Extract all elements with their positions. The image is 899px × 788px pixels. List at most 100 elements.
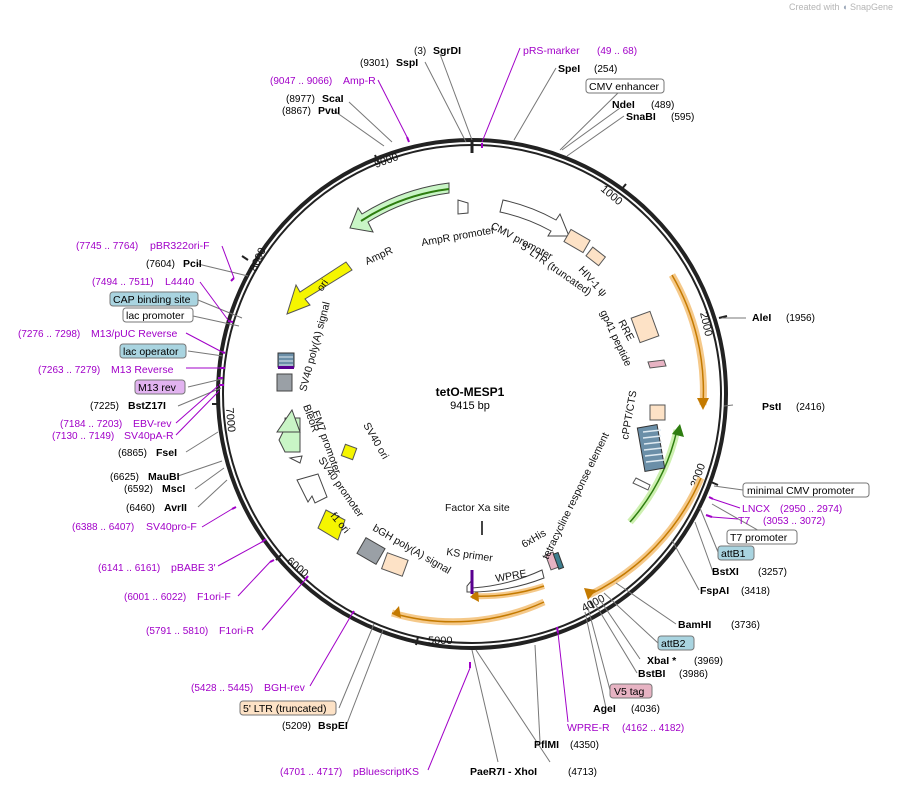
svg-text:(5791 .. 5810): (5791 .. 5810): [146, 626, 208, 637]
enzyme-scai: (8977) ScaI: [286, 93, 344, 105]
svg-text:BGH-rev: BGH-rev: [264, 682, 306, 694]
svg-text:EBV-rev: EBV-rev: [133, 418, 172, 430]
enzyme-avrii: (6460) AvrII: [126, 502, 187, 514]
enzyme-bstz17i: (7225) BstZ17I: [90, 400, 166, 412]
feature-cap-binding-site: CAP binding site: [109, 291, 199, 307]
svg-text:(7745 .. 7764): (7745 .. 7764): [76, 241, 138, 252]
enzyme-bamhi: BamHI (3736): [678, 619, 760, 631]
enzyme-pflmi: PflMI (4350): [534, 739, 599, 751]
cmv-promoter-arrow: [499, 199, 570, 237]
enzyme-sgrdi: (3) SgrDI: [414, 45, 461, 57]
primer-f1ori-r: (5791 .. 5810) F1ori-R: [146, 625, 254, 637]
svg-text:M13 Reverse: M13 Reverse: [111, 364, 174, 376]
svg-text:PciI: PciI: [183, 258, 202, 270]
primer-ebv-rev: (7184 .. 7203) EBV-rev: [60, 418, 172, 430]
svg-text:(3): (3): [414, 46, 426, 57]
svg-text:BspEI: BspEI: [318, 720, 348, 732]
svg-text:(2416): (2416): [796, 402, 825, 413]
svg-text:(3053 .. 3072): (3053 .. 3072): [763, 516, 825, 527]
orf-arc-right: [668, 273, 707, 406]
svg-text:MauBI: MauBI: [148, 471, 180, 483]
svg-text:(6141 .. 6161): (6141 .. 6161): [98, 563, 160, 574]
svg-text:(9301): (9301): [360, 58, 389, 69]
primer-marks: [218, 136, 714, 668]
svg-text:attB1: attB1: [721, 548, 746, 560]
enzyme-xbai: XbaI * (3969): [647, 655, 723, 667]
enzyme-maubi: (6625) MauBI: [110, 471, 180, 483]
svg-text:LNCX: LNCX: [742, 503, 770, 515]
primer-leader-lines: [175, 47, 741, 771]
v5-small-box: [552, 551, 565, 570]
svg-text:pRS-marker: pRS-marker: [523, 45, 580, 57]
svg-text:F1ori-R: F1ori-R: [219, 625, 254, 637]
svg-text:(3986): (3986): [679, 669, 708, 680]
svg-text:PvuI: PvuI: [318, 105, 340, 117]
svg-text:(4162 .. 4182): (4162 .. 4182): [622, 723, 684, 734]
enzyme-pcii: (7604) PciI: [146, 258, 202, 270]
label-sv40pa: SV40 poly(A) signal: [297, 301, 332, 393]
wpre-arrow: [466, 569, 545, 593]
svg-text:lac promoter: lac promoter: [126, 310, 185, 322]
enzyme-alei: AleI (1956): [752, 312, 815, 324]
svg-text:(7130 .. 7149): (7130 .. 7149): [52, 431, 114, 442]
svg-text:MscI: MscI: [162, 483, 185, 495]
min-cmv-arrow: [632, 477, 651, 491]
sv40pa-hatched-box: [277, 352, 295, 368]
svg-text:(9047 .. 9066): (9047 .. 9066): [270, 76, 332, 87]
svg-text:(595): (595): [671, 112, 694, 123]
svg-text:(4713): (4713): [568, 767, 597, 778]
svg-text:F1ori-F: F1ori-F: [197, 591, 231, 603]
svg-text:(5428 .. 5445): (5428 .. 5445): [191, 683, 253, 694]
sv40pa-gray-box: [276, 373, 293, 392]
primer-t7: T7 (3053 .. 3072): [738, 515, 825, 527]
primer-m13-reverse: (7263 .. 7279) M13 Reverse: [38, 364, 174, 376]
hiv-psi-box: [585, 246, 607, 267]
svg-text:M13/pUC Reverse: M13/pUC Reverse: [91, 328, 178, 340]
ampr-promoter-arrow: [457, 199, 469, 215]
label-sv40-ori: SV40 ori: [360, 421, 391, 462]
enzyme-ndei: NdeI (489): [612, 99, 674, 111]
sv40-ori-box: [340, 443, 358, 461]
enzyme-psti: PstI (2416): [762, 401, 825, 413]
svg-text:(4036): (4036): [631, 704, 660, 715]
svg-text:PaeR7I - XhoI: PaeR7I - XhoI: [470, 766, 537, 778]
svg-text:SpeI: SpeI: [558, 63, 580, 75]
primer-amp-r: (9047 .. 9066) Amp-R: [270, 75, 376, 87]
svg-text:BstXI: BstXI: [712, 566, 739, 578]
feature-5ltr-truncated: 5' LTR (truncated): [239, 700, 337, 716]
ori-arrow: [286, 261, 353, 315]
svg-text:L4440: L4440: [165, 276, 194, 288]
m13-mark: [278, 366, 294, 369]
feature-attb2: attB2: [657, 635, 695, 651]
feature-lac-promoter: lac promoter: [122, 307, 194, 323]
svg-text:(6865): (6865): [118, 448, 147, 459]
enzyme-bspei: (5209) BspEI: [282, 720, 348, 732]
enzyme-spei: SpeI (254): [558, 63, 617, 75]
label-wpre: WPRE: [494, 568, 527, 585]
enzyme-bstxi: BstXI (3257): [712, 566, 787, 578]
svg-text:(3736): (3736): [731, 620, 760, 631]
snapgene-logo-icon: ◖: [842, 2, 848, 12]
feature-m13-rev: M13 rev: [134, 379, 186, 395]
credit-prefix: Created with: [788, 2, 840, 12]
label-cppt: cPPT/CTS: [619, 390, 639, 441]
svg-text:BamHI: BamHI: [678, 619, 711, 631]
svg-text:(489): (489): [651, 100, 674, 111]
tick-7000: 7000: [223, 407, 237, 432]
svg-text:FspAI: FspAI: [700, 585, 729, 597]
svg-text:T7: T7: [738, 515, 750, 527]
bgh-gray-box: [356, 537, 386, 565]
label-ori: ori: [315, 277, 332, 293]
svg-text:V5 tag: V5 tag: [614, 686, 645, 698]
svg-text:(3969): (3969): [694, 656, 723, 667]
svg-text:(4350): (4350): [570, 740, 599, 751]
tre-box: [636, 424, 666, 472]
tick-marks: [212, 154, 728, 646]
tick-2000: 2000: [697, 311, 714, 338]
primer-sv40pa-r: (7130 .. 7149) SV40pA-R: [52, 430, 174, 442]
enzyme-snabi: SnaBI (595): [626, 111, 694, 123]
enzyme-sspi: (9301) SspI: [360, 57, 418, 69]
svg-text:(7225): (7225): [90, 401, 119, 412]
svg-text:FseI: FseI: [156, 447, 177, 459]
label-ampr: AmpR: [363, 244, 395, 267]
